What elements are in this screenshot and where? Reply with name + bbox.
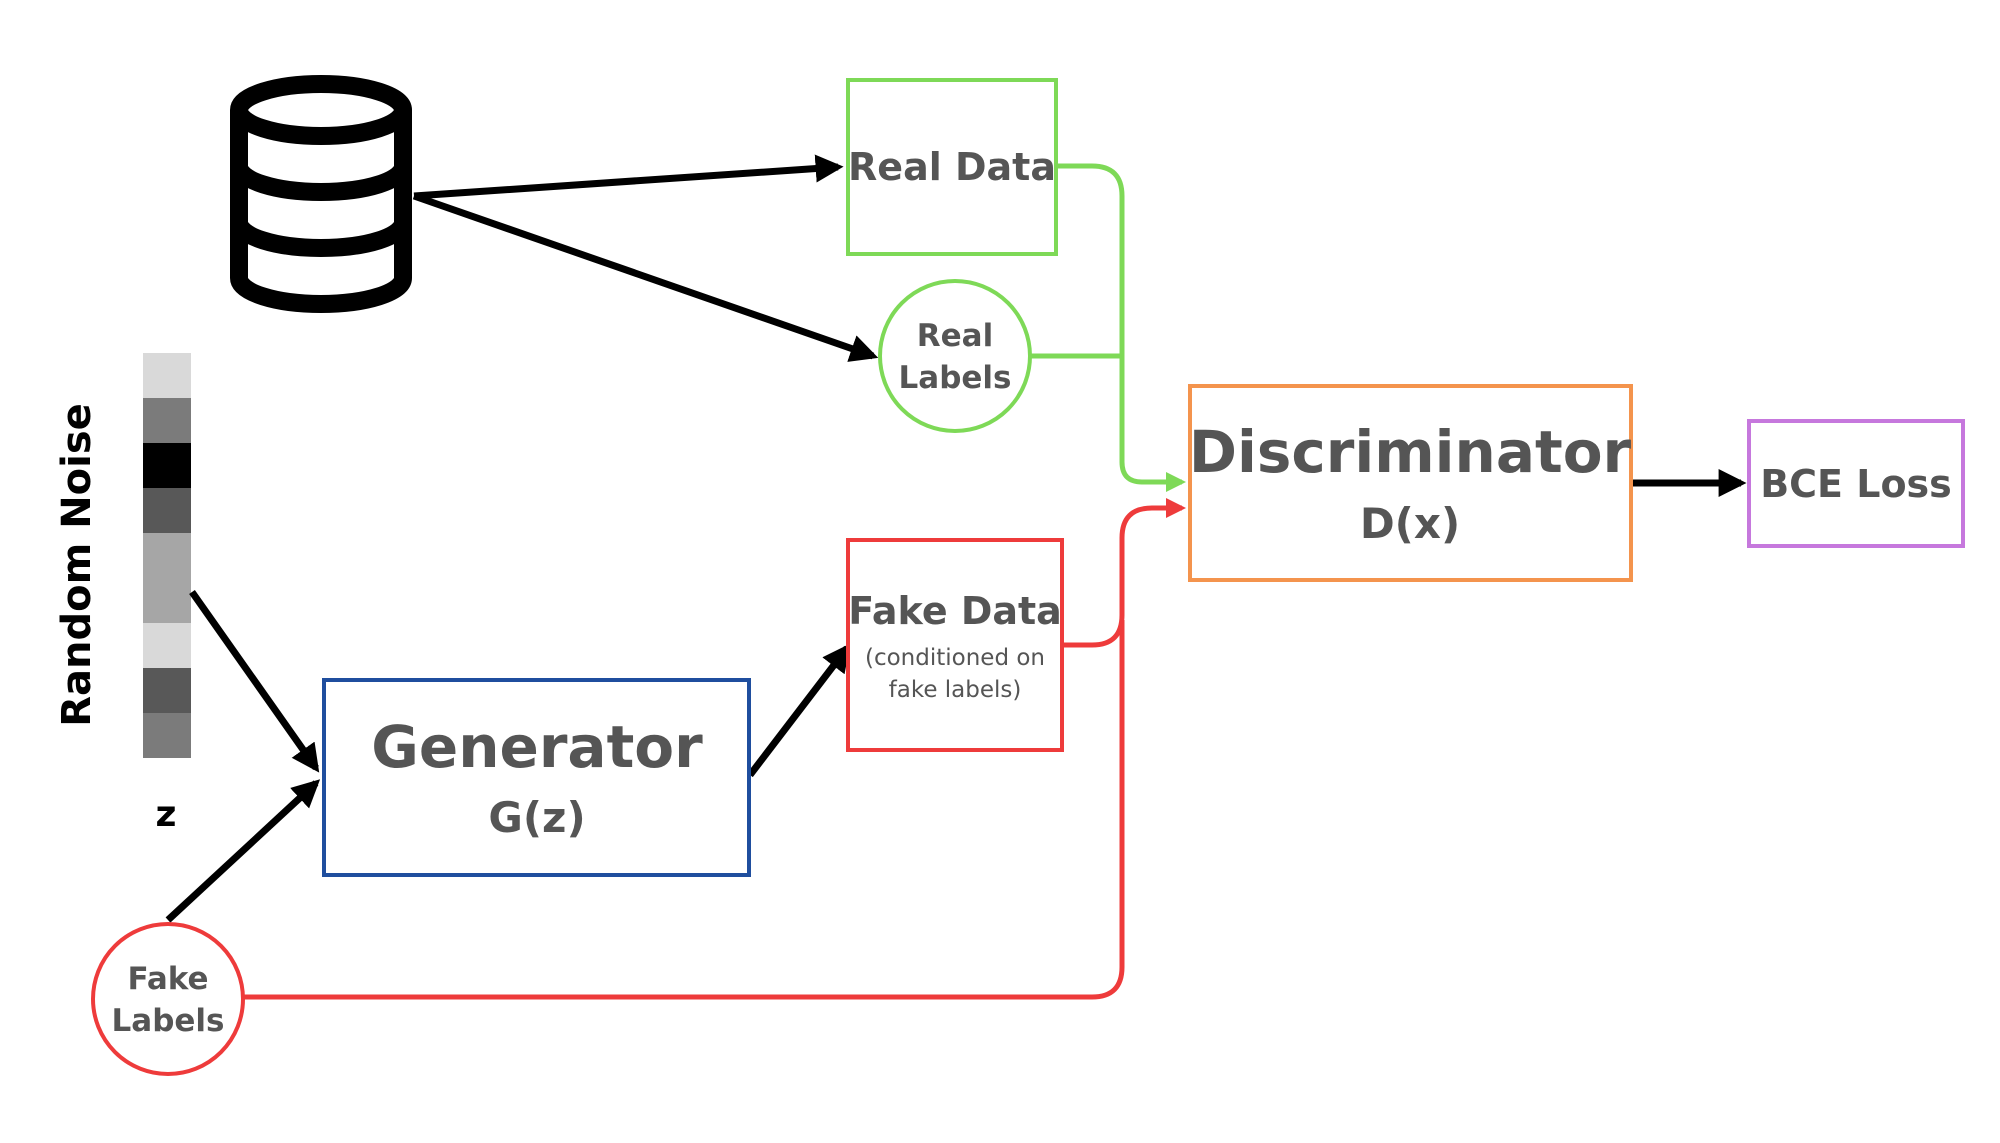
noise-cell: [143, 578, 191, 623]
random-noise-label: Random Noise: [54, 403, 100, 727]
bce-loss-node: BCE Loss: [1747, 419, 1965, 548]
fake-labels-connector: [243, 620, 1125, 1000]
fake-data-label: Fake Data: [848, 589, 1062, 633]
noise-cell: [143, 713, 191, 758]
fake-labels-node: Fake Labels: [91, 922, 245, 1076]
real-labels-label-line2: Labels: [899, 360, 1012, 396]
noise-cell: [143, 668, 191, 713]
arrow-fake-labels-to-generator: [165, 779, 321, 923]
z-label: z: [156, 794, 177, 835]
discriminator-function-label: D(x): [1360, 499, 1460, 548]
noise-cell: [143, 533, 191, 578]
bce-loss-label: BCE Loss: [1760, 462, 1952, 506]
generator-label: Generator: [371, 713, 703, 781]
noise-cell: [143, 623, 191, 668]
real-labels-node: Real Labels: [878, 279, 1032, 433]
fake-labels-label-line1: Fake: [127, 961, 208, 997]
discriminator-label: Discriminator: [1189, 418, 1632, 486]
fake-data-connector: [1063, 498, 1186, 648]
discriminator-node: Discriminator D(x): [1188, 384, 1633, 582]
arrow-db-to-real-labels: [412, 192, 879, 362]
real-data-connector: [1058, 163, 1186, 492]
real-labels-label-line1: Real: [917, 318, 993, 354]
noise-cell: [143, 443, 191, 488]
fake-labels-label-line2: Labels: [112, 1003, 225, 1039]
arrow-db-to-real-data: [413, 154, 844, 200]
generator-node: Generator G(z): [322, 678, 751, 877]
fake-data-note-line2: fake labels): [889, 677, 1022, 703]
real-data-node: Real Data: [846, 78, 1058, 256]
arrow-generator-to-fake-data: [747, 643, 851, 778]
real-data-label: Real Data: [848, 145, 1056, 189]
noise-cell: [143, 353, 191, 398]
fake-data-node: Fake Data (conditioned on fake labels): [846, 538, 1064, 752]
noise-cell: [143, 398, 191, 443]
noise-cell: [143, 488, 191, 533]
generator-function-label: G(z): [488, 793, 585, 842]
noise-vector: [143, 353, 191, 758]
arrow-noise-to-generator: [189, 589, 320, 773]
fake-data-note-line1: (conditioned on: [865, 645, 1045, 671]
database-icon: [230, 75, 412, 313]
